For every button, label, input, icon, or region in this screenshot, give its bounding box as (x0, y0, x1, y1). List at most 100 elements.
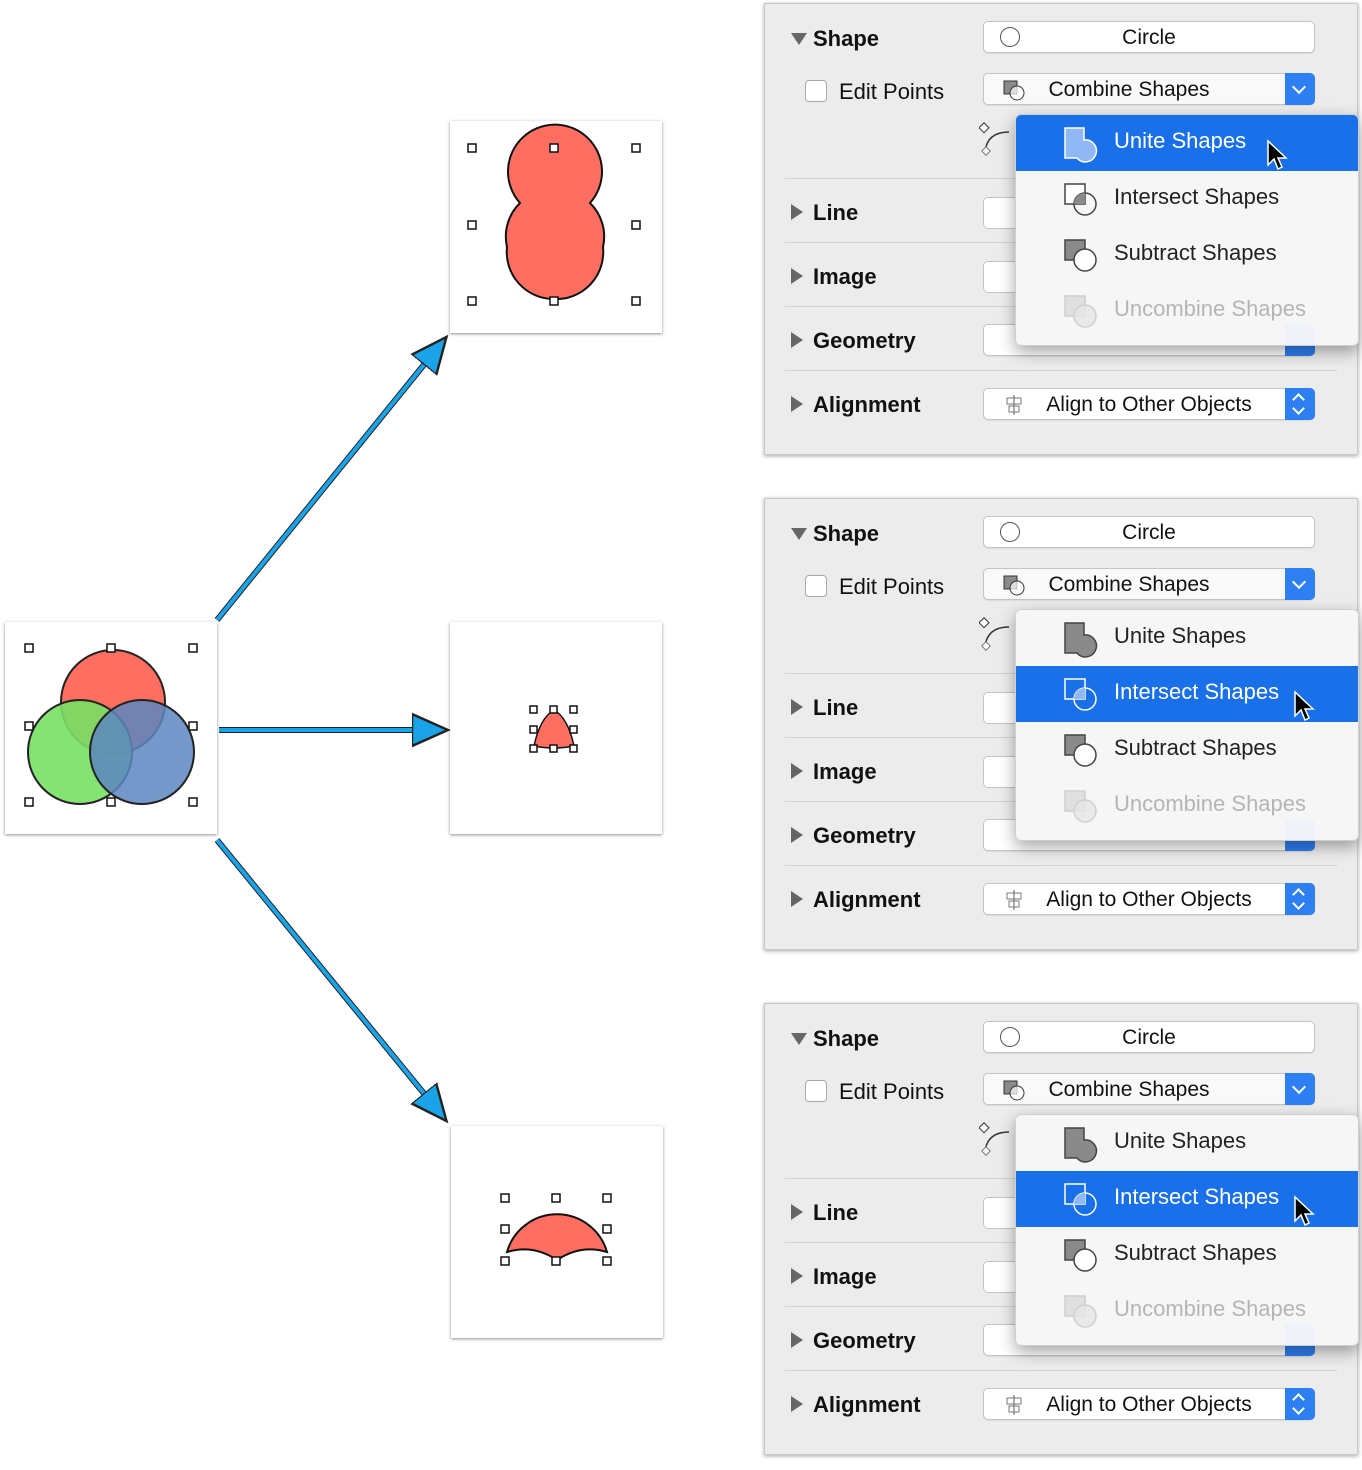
disclosure-triangle-closed-icon[interactable] (791, 1204, 803, 1220)
intersect-shapes-icon (1062, 181, 1102, 224)
edit-points-label: Edit Points (839, 79, 945, 104)
chevron-down-icon (1291, 574, 1307, 590)
bezier-point-icon (979, 1122, 1010, 1156)
disclosure-triangle-closed-icon[interactable] (791, 891, 803, 907)
mouse-pointer-icon (1294, 690, 1315, 722)
inspector-panel-1: Shape Circle Edit Points Combine Shapes … (764, 3, 1359, 455)
subtract-shapes-icon (1062, 237, 1102, 280)
disclosure-triangle-closed-icon[interactable] (791, 268, 803, 284)
bezier-point-icon (979, 122, 1010, 156)
unite-result-canvas (450, 121, 662, 333)
disclosure-triangle-closed-icon[interactable] (791, 827, 803, 843)
combine-dropdown-button[interactable] (1285, 1073, 1315, 1105)
menu-item-unite-shapes[interactable]: Unite Shapes (1016, 610, 1358, 666)
combine-shapes-icon (1003, 575, 1025, 596)
menu-item-subtract-shapes[interactable]: Subtract Shapes (1016, 1227, 1358, 1283)
inspector-panel-3: Shape Circle Edit Points Combine Shapes … (764, 1003, 1359, 1455)
menu-item-subtract-shapes[interactable]: Subtract Shapes (1016, 722, 1358, 778)
shape-type-value: Circle (1122, 26, 1176, 49)
align-icon (1006, 395, 1022, 415)
venn-circles[interactable] (5, 622, 217, 834)
alignment-popup[interactable]: Align to Other Objects (983, 883, 1315, 915)
disclosure-triangle-closed-icon[interactable] (791, 763, 803, 779)
menu-item-label: Subtract Shapes (1114, 1240, 1277, 1265)
chevron-down-icon (1291, 1079, 1307, 1095)
shape-section-label: Shape (813, 26, 880, 51)
united-shape[interactable] (450, 121, 662, 333)
combine-shapes-icon (1003, 80, 1025, 101)
menu-item-unite-shapes[interactable]: Unite Shapes (1016, 115, 1358, 171)
menu-item-label: Intersect Shapes (1114, 1184, 1280, 1209)
image-section-label: Image (813, 264, 877, 289)
combine-shapes-icon (1003, 1080, 1025, 1101)
line-section-label: Line (813, 1200, 859, 1225)
menu-item-uncombine-shapes: Uncombine Shapes (1016, 1283, 1358, 1339)
image-section-label: Image (813, 759, 877, 784)
disclosure-triangle-open-icon[interactable] (791, 528, 807, 540)
disclosure-triangle-closed-icon[interactable] (791, 396, 803, 412)
disclosure-triangle-open-icon[interactable] (791, 33, 807, 45)
combine-shapes-popup[interactable]: Combine Shapes (983, 568, 1315, 600)
edit-points-checkbox[interactable] (805, 575, 827, 597)
shape-type-select[interactable]: Circle (983, 516, 1315, 548)
combine-dropdown-button[interactable] (1285, 73, 1315, 105)
shape-type-value: Circle (1122, 1026, 1176, 1049)
subtract-shapes-icon (1062, 732, 1102, 775)
menu-item-label: Uncombine Shapes (1114, 1296, 1307, 1321)
subtract-result-canvas (451, 1126, 663, 1338)
disclosure-triangle-closed-icon[interactable] (791, 332, 803, 348)
menu-item-uncombine-shapes: Uncombine Shapes (1016, 778, 1358, 834)
menu-item-intersect-shapes[interactable]: Intersect Shapes (1016, 1171, 1358, 1227)
alignment-stepper-button[interactable] (1285, 388, 1315, 420)
disclosure-triangle-closed-icon[interactable] (791, 1332, 803, 1348)
disclosure-triangle-closed-icon[interactable] (791, 204, 803, 220)
shape-type-select[interactable]: Circle (983, 1021, 1315, 1053)
menu-item-label: Intersect Shapes (1114, 184, 1280, 209)
line-section-label: Line (813, 695, 859, 720)
disclosure-triangle-open-icon[interactable] (791, 1033, 807, 1045)
chevron-down-icon (1291, 79, 1307, 95)
subtracted-shape[interactable] (451, 1126, 663, 1338)
disclosure-triangle-closed-icon[interactable] (791, 699, 803, 715)
intersect-result-canvas (450, 622, 662, 834)
menu-item-unite-shapes[interactable]: Unite Shapes (1016, 1115, 1358, 1171)
intersect-shapes-icon (1062, 676, 1102, 719)
edit-points-checkbox[interactable] (805, 80, 827, 102)
intersected-shape[interactable] (450, 622, 662, 834)
combine-dropdown-button[interactable] (1285, 568, 1315, 600)
alignment-section-label: Alignment (813, 887, 921, 912)
circle-icon (1000, 1027, 1020, 1047)
alignment-value: Align to Other Objects (1046, 393, 1252, 416)
subtract-shapes-icon (1062, 1237, 1102, 1280)
menu-item-intersect-shapes[interactable]: Intersect Shapes (1016, 171, 1358, 227)
disclosure-triangle-closed-icon[interactable] (791, 1396, 803, 1412)
combine-shapes-popup[interactable]: Combine Shapes (983, 73, 1315, 105)
alignment-popup[interactable]: Align to Other Objects (983, 388, 1315, 420)
menu-item-label: Unite Shapes (1114, 128, 1247, 153)
align-icon (1006, 1395, 1022, 1415)
alignment-stepper-button[interactable] (1285, 1388, 1315, 1420)
alignment-popup[interactable]: Align to Other Objects (983, 1388, 1315, 1420)
shape-type-select[interactable]: Circle (983, 21, 1315, 53)
source-shapes-canvas (5, 622, 217, 834)
menu-item-subtract-shapes[interactable]: Subtract Shapes (1016, 227, 1358, 283)
edit-points-label: Edit Points (839, 574, 945, 599)
edit-points-label: Edit Points (839, 1079, 945, 1104)
alignment-stepper-button[interactable] (1285, 883, 1315, 915)
menu-item-intersect-shapes[interactable]: Intersect Shapes (1016, 666, 1358, 722)
edit-points-checkbox[interactable] (805, 1080, 827, 1102)
disclosure-triangle-closed-icon[interactable] (791, 1268, 803, 1284)
chevron-down-icon (1292, 402, 1305, 415)
chevron-down-icon (1292, 1402, 1305, 1415)
align-icon (1006, 890, 1022, 910)
combine-shapes-popup[interactable]: Combine Shapes (983, 1073, 1315, 1105)
mouse-pointer-icon (1267, 139, 1288, 171)
inspector-panel-2: Shape Circle Edit Points Combine Shapes … (764, 498, 1359, 950)
uncombine-shapes-icon (1062, 293, 1102, 336)
combine-shapes-value: Combine Shapes (1048, 1078, 1210, 1101)
unite-shapes-icon (1062, 125, 1102, 168)
chevron-down-icon (1292, 897, 1305, 910)
